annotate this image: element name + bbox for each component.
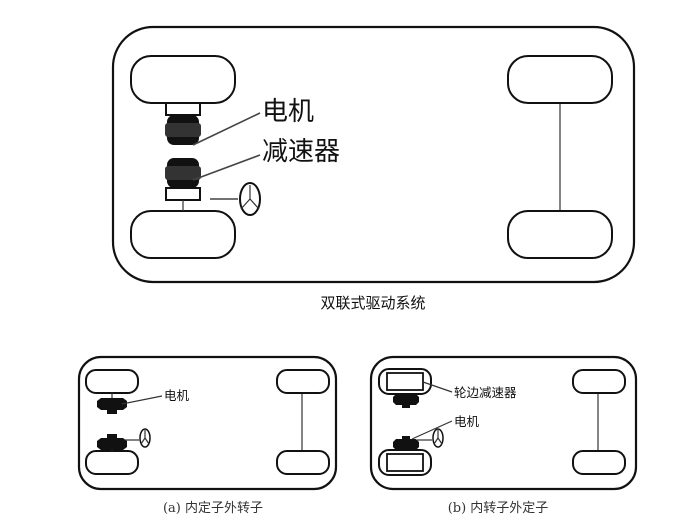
sub-b-steering-wheel-icon — [432, 428, 444, 448]
main-wheel-rear-bottom — [507, 210, 613, 259]
main-upper-motor-band — [165, 123, 201, 137]
sub-b-lower-motor — [393, 436, 419, 450]
main-wheel-front-bottom — [130, 210, 236, 259]
sub-b-reducer-leader — [422, 381, 453, 393]
main-reducer-leader — [192, 154, 261, 181]
sub-a-wheel-rear-top — [276, 369, 330, 394]
sub-a-motor-label: 电机 — [164, 388, 190, 403]
sub-b-caption: (b) 内转子外定子 — [448, 500, 549, 516]
sub-a-lower-motor — [97, 434, 127, 450]
sub-a-motor-leader — [121, 395, 163, 405]
sub-b-reducer-label: 轮边减速器 — [454, 385, 517, 400]
main-lower-hub — [165, 187, 201, 201]
sub-a-caption: (a) 内定子外转子 — [163, 500, 263, 516]
sub-b-reducer-bottom — [386, 453, 424, 472]
sub-a-upper-motor — [97, 398, 127, 414]
main-steering-wheel-icon — [239, 182, 261, 216]
sub-a-wheel-front-top — [85, 369, 139, 394]
sub-b-motor-leader — [411, 420, 453, 440]
main-wheel-front-top — [130, 55, 236, 104]
sub-b-upper-motor — [393, 394, 419, 408]
main-reducer-label: 减速器 — [262, 137, 340, 167]
main-upper-hub — [165, 102, 201, 116]
sub-a-wheel-rear-bottom — [276, 450, 330, 475]
main-lower-motor-band — [165, 166, 201, 180]
main-vehicle-body — [111, 25, 636, 284]
main-vehicle: 电机 减速器 — [111, 25, 636, 284]
sub-b-body — [369, 355, 638, 491]
main-motor-label: 电机 — [262, 97, 314, 127]
sub-a-steering-wheel-icon — [139, 428, 151, 448]
sub-a-body — [77, 355, 338, 491]
sub-b-wheel-rear-bottom — [572, 450, 626, 475]
sub-b-wheel-rear-top — [572, 369, 626, 394]
sub-b-motor-label: 电机 — [454, 414, 480, 429]
sub-a-wheel-front-bottom — [85, 450, 139, 475]
sub-a-vehicle: 电机 — [77, 355, 338, 491]
main-caption: 双联式驱动系统 — [320, 294, 425, 312]
main-wheel-rear-top — [507, 55, 613, 104]
main-motor-leader — [192, 112, 261, 146]
sub-b-reducer-top — [386, 372, 424, 391]
sub-b-vehicle: 轮边减速器 电机 — [369, 355, 638, 491]
